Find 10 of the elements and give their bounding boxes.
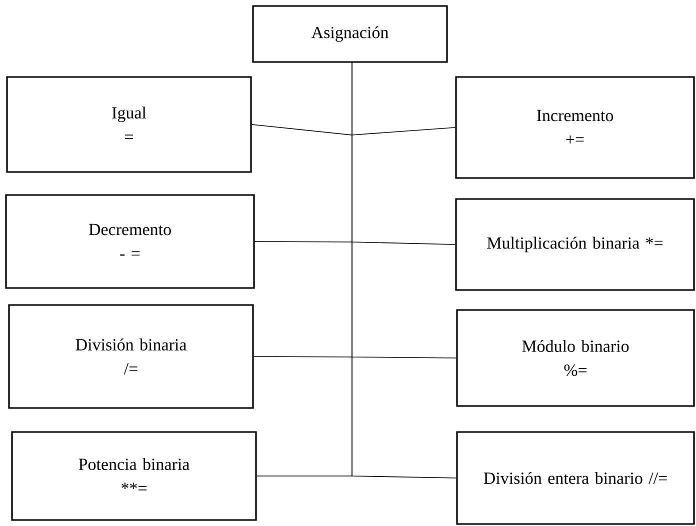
text-box: Decremento - =	[5, 194, 255, 289]
text-box: Asignación	[252, 5, 448, 63]
connector-line	[352, 62, 457, 478]
text-box: Igual =	[6, 76, 252, 173]
text-box: Módulo binario %=	[456, 309, 695, 407]
text-box: Potencia binaria **=	[11, 431, 257, 521]
text-box: Incremento +=	[455, 76, 695, 179]
text-box: División binaria /=	[8, 304, 254, 409]
text-box: Multiplicación binaria *=	[455, 198, 695, 291]
text-box: División entera binario //=	[456, 431, 695, 525]
